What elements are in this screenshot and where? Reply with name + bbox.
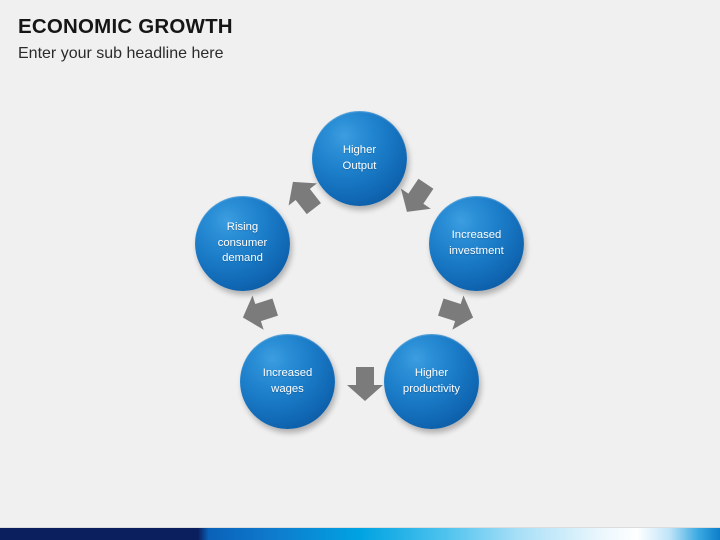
arrow-left-icon <box>347 367 383 401</box>
arrow-down-left-icon <box>438 295 474 330</box>
bottom-divider <box>0 527 720 528</box>
slide-header: ECONOMIC GROWTH Enter your sub headline … <box>18 14 678 65</box>
arrow-down-right-icon <box>400 178 434 212</box>
arrow-up-left-icon <box>242 295 278 330</box>
arrow-productivity-to-wages[interactable] <box>344 363 386 405</box>
arrow-demand-to-output[interactable] <box>275 167 334 226</box>
arrow-up-right-icon <box>288 181 321 215</box>
arrow-output-to-investment[interactable] <box>388 168 446 226</box>
arrow-wages-to-demand[interactable] <box>234 286 287 339</box>
page-title: ECONOMIC GROWTH <box>18 15 233 38</box>
arrow-investment-to-productivity[interactable] <box>430 286 483 339</box>
bottom-gradient-bar <box>0 528 720 540</box>
page-subtitle: Enter your sub headline here <box>18 45 224 62</box>
